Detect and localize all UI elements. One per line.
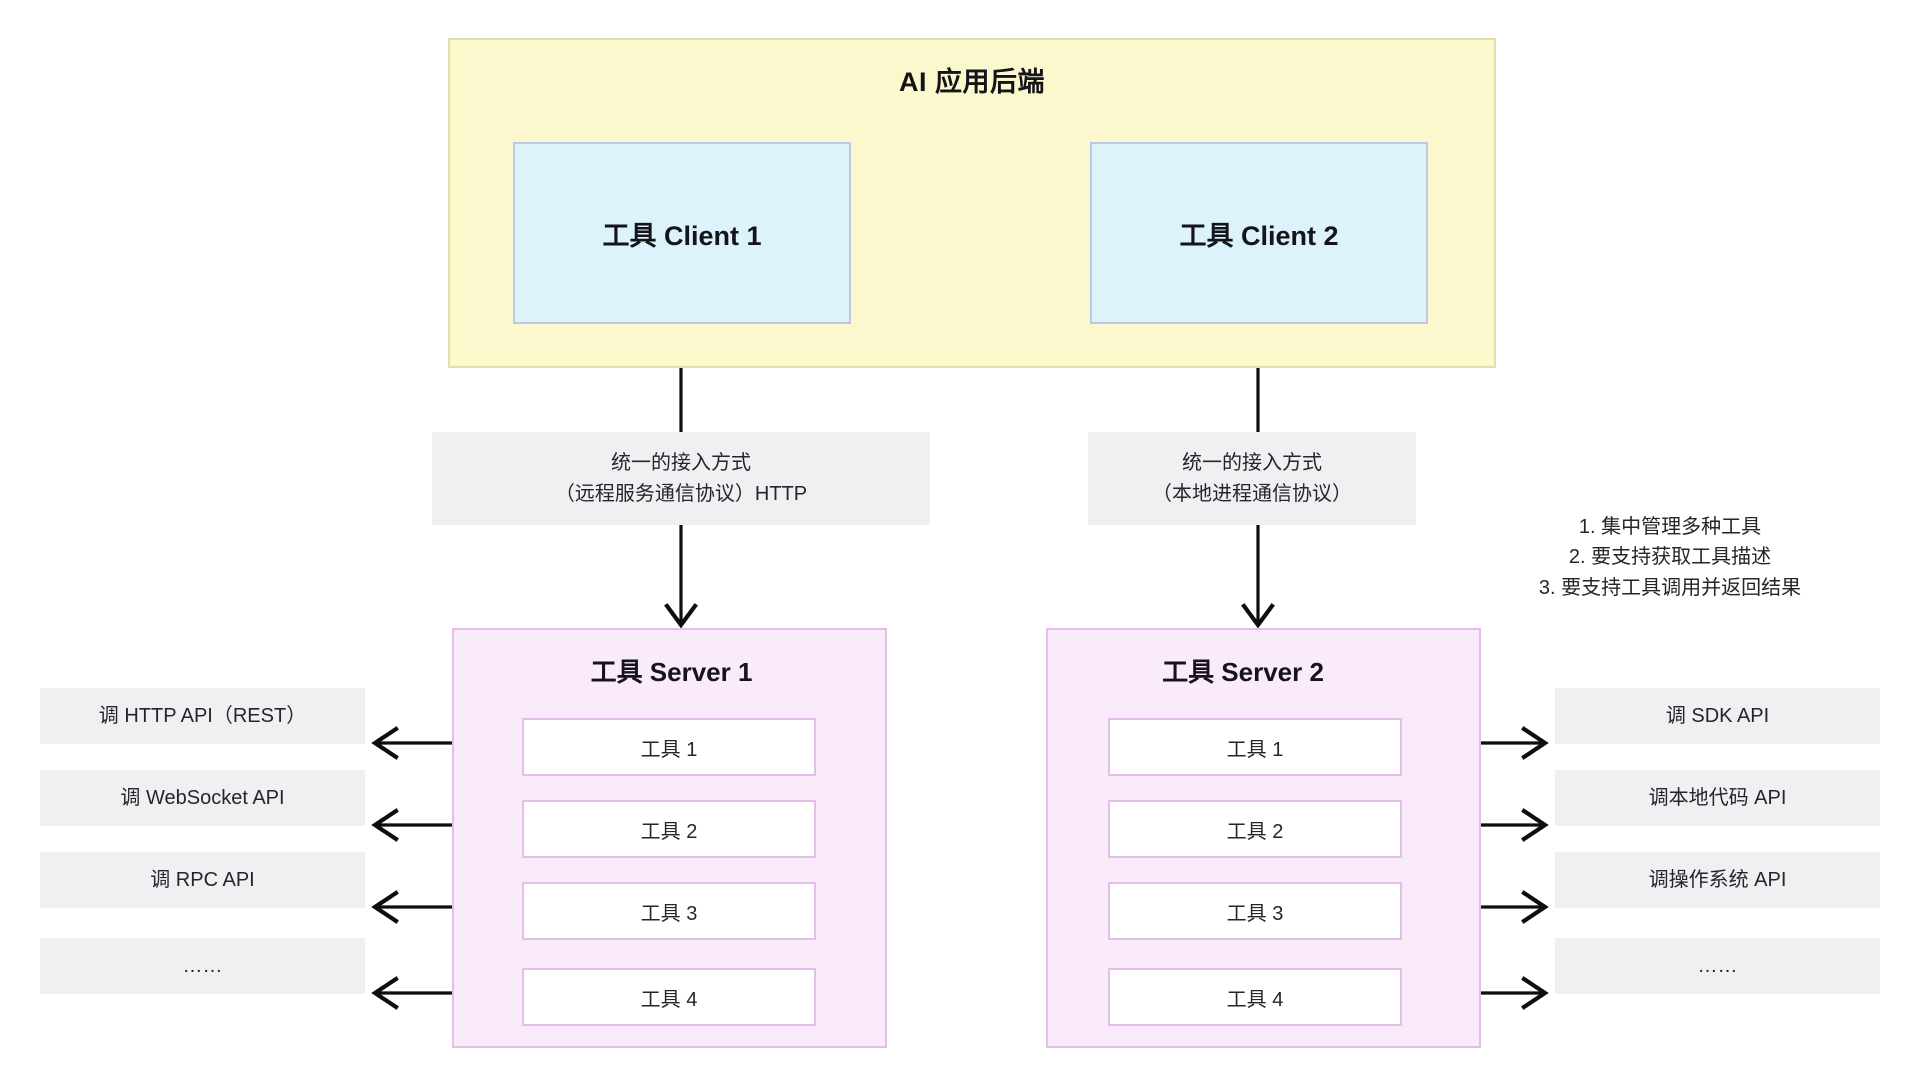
arrowhead-down-server2 [1241, 603, 1275, 629]
right-api-target-4: …… [1555, 938, 1880, 994]
requirement-item-2: 2. 要支持获取工具描述 [1568, 546, 1772, 569]
requirement-item-3: 3. 要支持工具调用并返回结果 [1538, 576, 1802, 599]
tool-client-1-label: 工具 Client 1 [602, 220, 762, 251]
right-api-target-3: 调操作系统 API [1555, 852, 1880, 908]
arrowhead-down-server1 [664, 603, 698, 629]
server2-tool-label-1: 工具 1 [1226, 738, 1284, 761]
left-api-target-1: 调 HTTP API（REST） [40, 688, 365, 744]
right-api-target-2-label: 调本地代码 API [1648, 786, 1787, 809]
protocol-label-1-line2: （远程服务通信协议）HTTP [554, 482, 808, 505]
right-api-target-1-label: 调 SDK API [1665, 704, 1770, 727]
protocol-label-2-line1: 统一的接入方式 [1182, 451, 1322, 474]
right-api-target-4-label: …… [1697, 954, 1738, 977]
arrowhead-left-1 [371, 726, 399, 760]
tool-client-2-label: 工具 Client 2 [1179, 220, 1339, 251]
tool-server-1-title: 工具 Server 1 [590, 657, 753, 687]
tool-server-2-title: 工具 Server 2 [1162, 657, 1324, 687]
server1-tool-item-1[interactable]: 工具 1 [522, 718, 816, 776]
left-api-target-3: 调 RPC API [40, 852, 365, 908]
left-api-target-2-label: 调 WebSocket API [120, 786, 285, 809]
server1-tool-label-3: 工具 3 [640, 902, 698, 925]
server1-tool-item-4[interactable]: 工具 4 [522, 968, 816, 1026]
requirements-note: 1. 集中管理多种工具 2. 要支持获取工具描述 3. 要支持工具调用并返回结果 [1500, 512, 1840, 603]
right-api-target-1: 调 SDK API [1555, 688, 1880, 744]
tool-client-2-box[interactable]: 工具 Client 2 [1090, 142, 1428, 324]
right-api-target-3-label: 调操作系统 API [1648, 868, 1787, 891]
protocol-label-1-line1: 统一的接入方式 [611, 451, 751, 474]
arrowhead-left-3 [371, 890, 399, 924]
left-api-target-1-label: 调 HTTP API（REST） [98, 704, 307, 727]
arrowhead-right-2 [1521, 808, 1549, 842]
tool-server-2-box: 工具 Server 2 工具 1 工具 2 工具 3 工具 4 [1046, 628, 1481, 1048]
arrowhead-right-4 [1521, 976, 1549, 1010]
arrowhead-left-4 [371, 976, 399, 1010]
server2-tool-label-2: 工具 2 [1226, 820, 1284, 843]
tool-server-1-box: 工具 Server 1 工具 1 工具 2 工具 3 工具 4 [452, 628, 887, 1048]
tool-client-1-box[interactable]: 工具 Client 1 [513, 142, 851, 324]
ai-backend-title: AI 应用后端 [898, 67, 1045, 97]
server2-tool-item-3[interactable]: 工具 3 [1108, 882, 1402, 940]
requirement-item-1: 1. 集中管理多种工具 [1578, 516, 1762, 538]
protocol-label-2-line2: （本地进程通信协议） [1152, 482, 1352, 505]
arrowhead-right-1 [1521, 726, 1549, 760]
server2-tool-label-3: 工具 3 [1226, 902, 1284, 925]
server2-tool-item-4[interactable]: 工具 4 [1108, 968, 1402, 1026]
server1-tool-label-2: 工具 2 [640, 820, 698, 843]
right-api-target-2: 调本地代码 API [1555, 770, 1880, 826]
left-api-target-4-label: …… [182, 954, 223, 977]
protocol-label-1: 统一的接入方式 （远程服务通信协议）HTTP [432, 432, 930, 525]
server1-tool-label-1: 工具 1 [640, 738, 698, 761]
left-api-target-2: 调 WebSocket API [40, 770, 365, 826]
server1-tool-item-2[interactable]: 工具 2 [522, 800, 816, 858]
left-api-target-4: …… [40, 938, 365, 994]
server1-tool-item-3[interactable]: 工具 3 [522, 882, 816, 940]
server2-tool-item-1[interactable]: 工具 1 [1108, 718, 1402, 776]
server2-tool-label-4: 工具 4 [1226, 988, 1284, 1011]
server2-tool-item-2[interactable]: 工具 2 [1108, 800, 1402, 858]
left-api-target-3-label: 调 RPC API [150, 868, 255, 891]
arrowhead-right-3 [1521, 890, 1549, 924]
arrowhead-left-2 [371, 808, 399, 842]
protocol-label-2: 统一的接入方式 （本地进程通信协议） [1088, 432, 1416, 525]
server1-tool-label-4: 工具 4 [640, 988, 698, 1011]
